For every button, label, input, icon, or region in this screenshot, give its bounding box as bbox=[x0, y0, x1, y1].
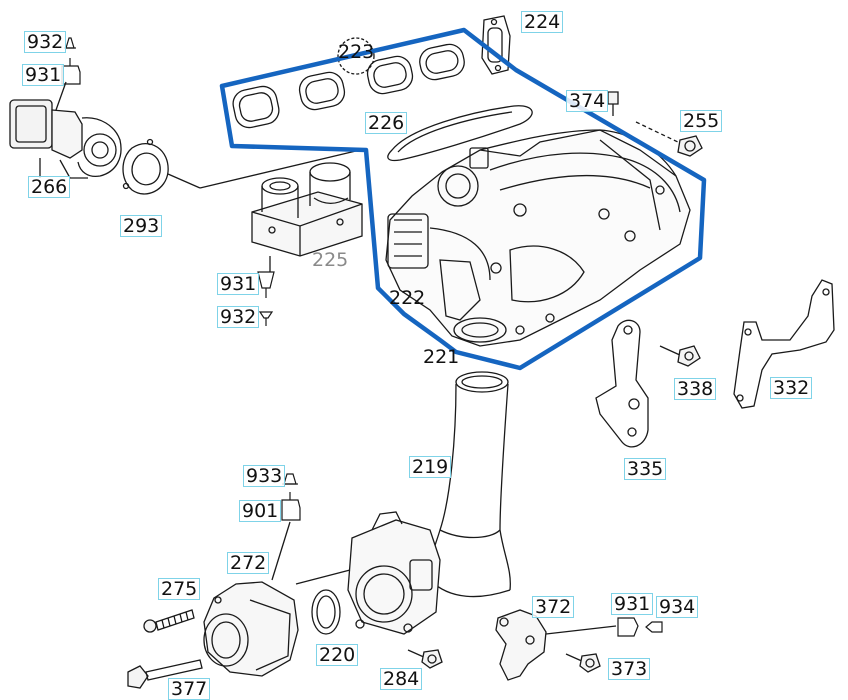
bolt-284-part[interactable] bbox=[407, 649, 443, 669]
callout-275: 275 bbox=[158, 578, 201, 600]
symbol-932-mid-icon bbox=[258, 311, 274, 326]
callout-255: 255 bbox=[680, 110, 723, 132]
callout-225: 225 bbox=[312, 249, 349, 271]
egr-gasket-part[interactable] bbox=[122, 138, 169, 195]
callout-266: 266 bbox=[28, 176, 71, 198]
intake-manifold-part[interactable] bbox=[385, 129, 691, 347]
bracket-332-part[interactable] bbox=[733, 279, 835, 409]
callout-226: 226 bbox=[365, 112, 408, 134]
bracket-335-part[interactable] bbox=[595, 319, 649, 448]
callout-933: 933 bbox=[243, 465, 286, 487]
callout-272: 272 bbox=[227, 552, 270, 574]
port-gaskets-part[interactable] bbox=[231, 42, 467, 130]
symbol-931-bottom-icon bbox=[617, 617, 639, 637]
callout-223: 223 bbox=[338, 41, 375, 63]
callout-338: 338 bbox=[674, 378, 717, 400]
bolt-373-part[interactable] bbox=[565, 653, 601, 673]
throttle-actuator-part[interactable] bbox=[203, 581, 299, 677]
symbol-934-icon bbox=[645, 621, 663, 633]
callout-373: 373 bbox=[608, 658, 651, 680]
bolt-377-part[interactable] bbox=[127, 659, 203, 689]
flange-gasket-part[interactable] bbox=[481, 15, 511, 75]
callout-374: 374 bbox=[566, 90, 609, 112]
callout-335: 335 bbox=[624, 458, 667, 480]
callout-372: 372 bbox=[532, 596, 575, 618]
bolt-255-part[interactable] bbox=[635, 121, 703, 157]
callout-377: 377 bbox=[168, 678, 211, 700]
callout-901: 901 bbox=[239, 500, 282, 522]
callout-934: 934 bbox=[656, 596, 699, 618]
sensor-372-part[interactable] bbox=[495, 609, 617, 681]
symbol-901-icon bbox=[281, 492, 301, 521]
callout-332: 332 bbox=[770, 377, 813, 399]
symbol-931-top-icon bbox=[61, 58, 81, 85]
callout-293: 293 bbox=[120, 215, 163, 237]
callout-931-mid: 931 bbox=[217, 273, 260, 295]
callout-931-bottom: 931 bbox=[611, 593, 654, 615]
seal-ring-part[interactable] bbox=[387, 105, 533, 162]
symbol-931-mid-icon bbox=[257, 271, 275, 298]
callout-932-mid: 932 bbox=[217, 306, 260, 328]
callout-224: 224 bbox=[521, 11, 564, 33]
throttle-body-part[interactable] bbox=[347, 511, 441, 635]
callout-221: 221 bbox=[423, 346, 460, 368]
callout-284: 284 bbox=[380, 668, 423, 690]
cap-374-part[interactable] bbox=[607, 91, 619, 116]
egr-valve-part[interactable] bbox=[9, 99, 122, 179]
o-ring-part[interactable] bbox=[311, 589, 341, 635]
callout-931-top: 931 bbox=[22, 64, 65, 86]
actuator-module-part[interactable] bbox=[251, 162, 363, 257]
callout-219: 219 bbox=[409, 456, 452, 478]
callout-932-top: 932 bbox=[24, 31, 67, 53]
callout-220: 220 bbox=[316, 644, 359, 666]
callout-222: 222 bbox=[389, 287, 426, 309]
highlight-outline bbox=[219, 27, 707, 371]
intake-pipe-part[interactable] bbox=[428, 371, 511, 598]
bolt-338-part[interactable] bbox=[659, 345, 701, 367]
bolt-275-part[interactable] bbox=[143, 609, 195, 633]
